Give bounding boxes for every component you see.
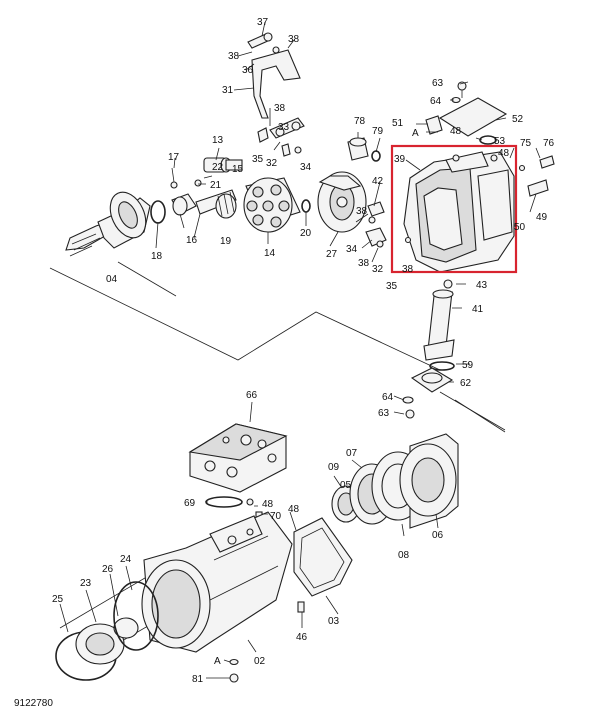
label-32: 32 xyxy=(266,158,278,169)
shaft-04 xyxy=(65,191,151,257)
label-75: 75 xyxy=(520,138,532,149)
plug-78 xyxy=(347,137,381,162)
label-48: 48 xyxy=(450,126,462,137)
label-38: 38 xyxy=(274,103,286,114)
label-32: 32 xyxy=(372,264,384,275)
label-17: 17 xyxy=(168,152,180,163)
bolt-81 xyxy=(229,658,239,683)
label-48: 48 xyxy=(288,504,300,515)
label-19: 19 xyxy=(220,236,232,247)
label-48: 48 xyxy=(498,148,510,159)
label-04: 04 xyxy=(106,274,118,285)
label-59: 59 xyxy=(462,360,474,371)
label-31: 31 xyxy=(222,85,234,96)
label-63: 63 xyxy=(378,408,390,419)
label-43: 43 xyxy=(476,280,488,291)
label-35: 35 xyxy=(386,281,398,292)
label-51: 51 xyxy=(392,118,404,129)
label-37: 37 xyxy=(257,17,269,28)
label-64: 64 xyxy=(382,392,394,403)
label-14: 14 xyxy=(264,248,276,259)
highlight-box xyxy=(390,144,518,274)
label-81: 81 xyxy=(192,674,204,685)
label-A: A xyxy=(412,128,419,139)
label-15: 15 xyxy=(232,164,244,175)
cylinder-block-14 xyxy=(243,177,301,233)
tube-41 xyxy=(402,279,455,419)
label-48: 48 xyxy=(262,499,274,510)
label-35: 35 xyxy=(252,154,264,165)
label-69: 69 xyxy=(184,498,196,509)
label-07: 07 xyxy=(346,448,358,459)
label-38: 38 xyxy=(228,51,240,62)
casing-assembly xyxy=(403,151,515,273)
label-05: 05 xyxy=(340,480,352,491)
swash-parts xyxy=(247,32,305,157)
label-A: A xyxy=(214,656,221,667)
gasket-03 xyxy=(293,517,353,597)
label-38: 38 xyxy=(288,34,300,45)
part-labels: 37 38 38 36 31 38 33 35 32 34 13 17 21 2… xyxy=(14,17,555,709)
label-63: 63 xyxy=(432,78,444,89)
label-66: 66 xyxy=(246,390,258,401)
label-06: 06 xyxy=(432,530,444,541)
label-79: 79 xyxy=(372,126,384,137)
label-02: 02 xyxy=(254,656,266,667)
pin-46 xyxy=(297,601,305,613)
label-24: 24 xyxy=(120,554,132,565)
label-16: 16 xyxy=(186,235,198,246)
label-27: 27 xyxy=(326,249,338,260)
label-22: 22 xyxy=(212,162,224,173)
valve-plate-27 xyxy=(317,171,367,233)
bolts-right xyxy=(518,155,555,197)
leader-lines xyxy=(59,21,541,679)
label-18: 18 xyxy=(151,251,163,262)
label-78: 78 xyxy=(354,116,366,127)
label-38: 38 xyxy=(358,258,370,269)
label-49: 49 xyxy=(536,212,548,223)
drawing-number: 9122780 xyxy=(14,698,53,709)
cover-52 xyxy=(425,81,508,145)
bearing-stack xyxy=(331,433,459,529)
label-21: 21 xyxy=(210,180,222,191)
label-42: 42 xyxy=(372,176,384,187)
label-70: 70 xyxy=(270,511,282,522)
label-08: 08 xyxy=(398,550,410,561)
label-03: 03 xyxy=(328,616,340,627)
label-62: 62 xyxy=(460,378,472,389)
label-13: 13 xyxy=(212,135,224,146)
label-41: 41 xyxy=(472,304,484,315)
label-52: 52 xyxy=(512,114,524,125)
label-53: 53 xyxy=(494,136,506,147)
label-46: 46 xyxy=(296,632,308,643)
valve-group xyxy=(170,157,243,219)
label-64: 64 xyxy=(430,96,442,107)
small-parts-valve xyxy=(365,201,387,248)
label-09: 09 xyxy=(328,462,340,473)
label-26: 26 xyxy=(102,564,114,575)
snap-ring-18 xyxy=(150,200,166,224)
label-23: 23 xyxy=(80,578,92,589)
label-20: 20 xyxy=(300,228,312,239)
front-seals xyxy=(55,581,159,681)
label-38: 38 xyxy=(402,264,414,275)
housing-02 xyxy=(141,511,293,653)
ring-20 xyxy=(301,199,311,213)
label-76: 76 xyxy=(543,138,555,149)
label-39: 39 xyxy=(394,154,406,165)
label-36: 36 xyxy=(242,65,254,76)
label-25: 25 xyxy=(52,594,64,605)
label-34: 34 xyxy=(300,162,312,173)
label-50: 50 xyxy=(514,222,526,233)
valve-block-66 xyxy=(188,423,288,523)
label-34: 34 xyxy=(346,244,358,255)
label-33: 33 xyxy=(278,122,290,133)
label-38: 38 xyxy=(356,206,368,217)
